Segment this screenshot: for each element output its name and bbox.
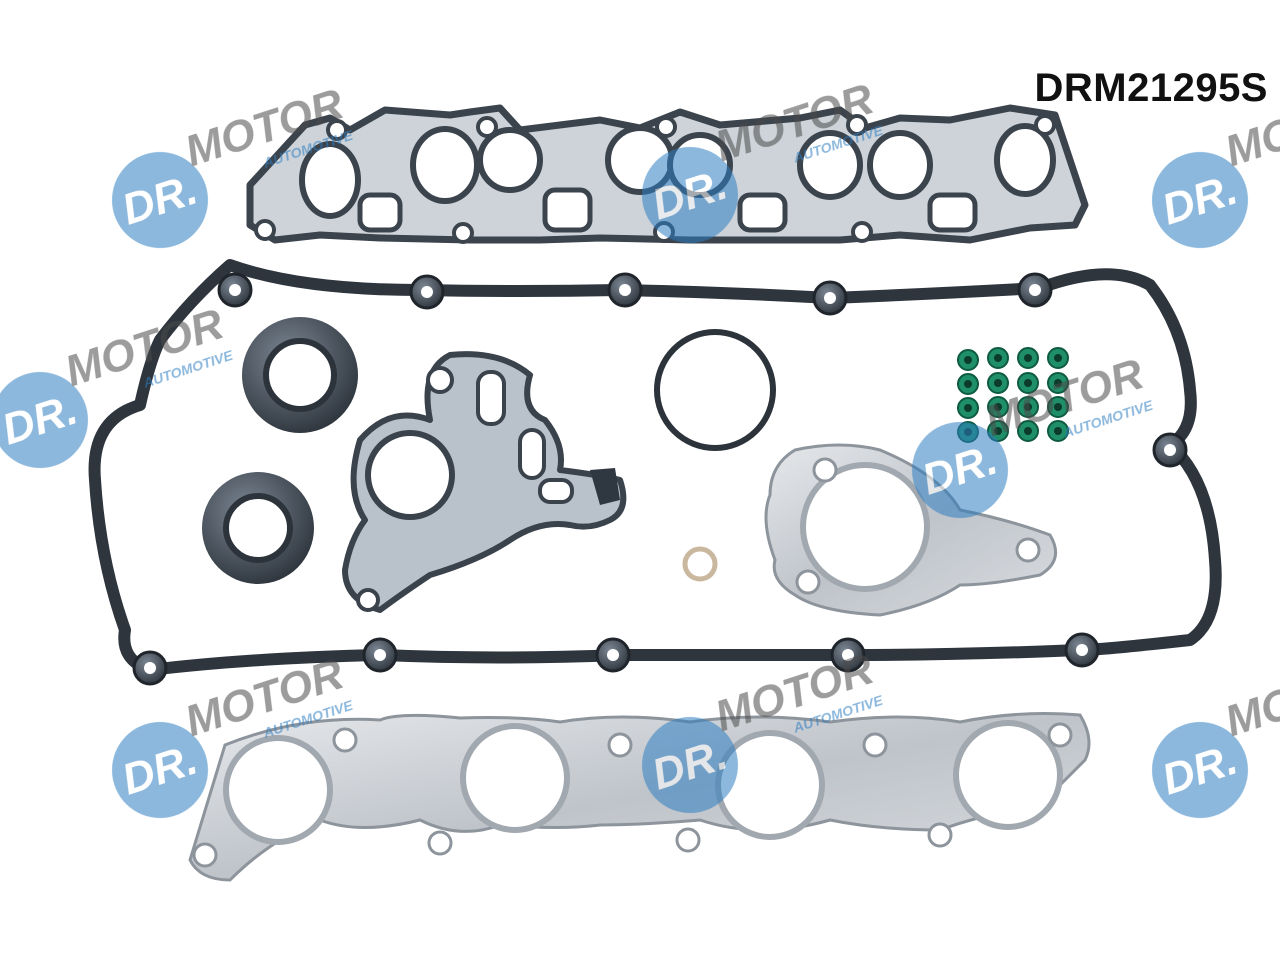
exhaust-manifold-gasket <box>188 712 1091 882</box>
valve-cover-gasket <box>88 259 1222 686</box>
watermark-badge <box>642 147 738 243</box>
oil-seal-lower <box>202 472 314 584</box>
vacuum-pump-gasket <box>342 351 627 613</box>
o-ring <box>654 329 776 451</box>
watermark-badge <box>1152 152 1248 248</box>
turbo-gasket <box>764 443 1058 617</box>
watermark-badge <box>112 152 208 248</box>
watermark-badge <box>912 422 1008 518</box>
watermark-badge <box>112 722 208 818</box>
product-code: DRM21295S <box>1034 66 1268 110</box>
copper-washer <box>682 546 718 582</box>
oil-seal-upper <box>242 317 358 433</box>
watermark-badge <box>1152 722 1248 818</box>
watermark-badge <box>642 717 738 813</box>
watermark-badge <box>0 372 88 468</box>
